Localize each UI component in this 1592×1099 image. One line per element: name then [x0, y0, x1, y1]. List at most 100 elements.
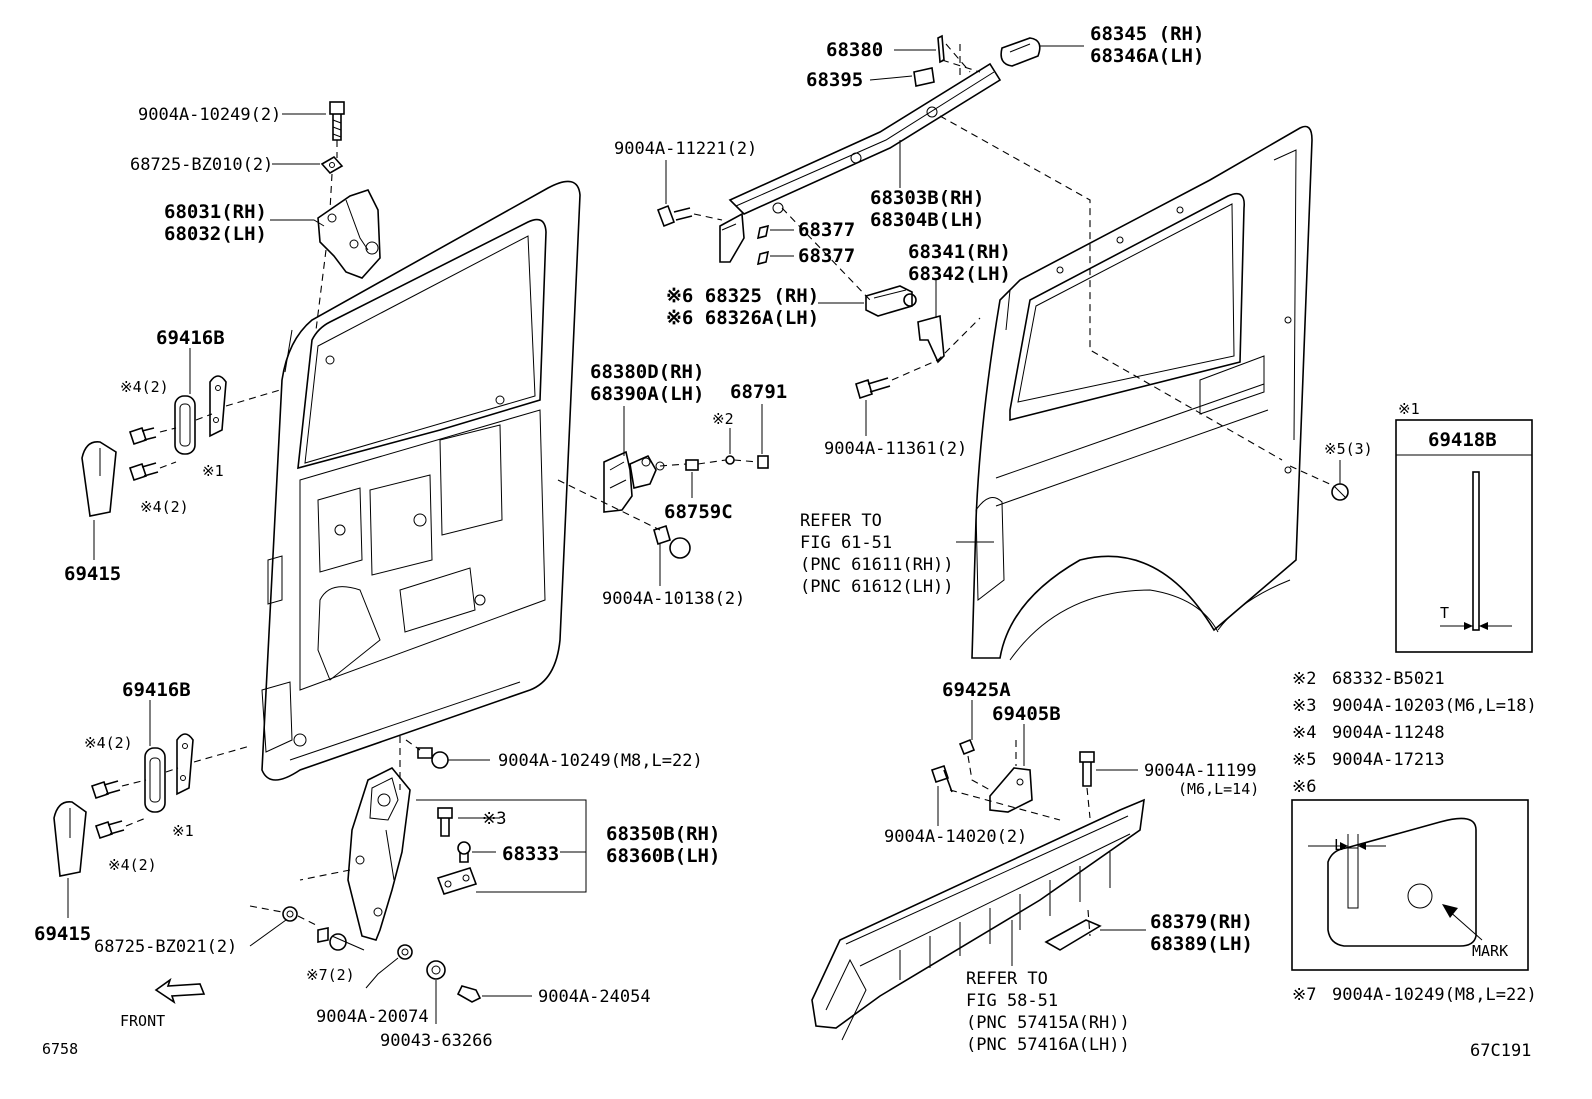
callout-n4-a: ※4(2): [120, 378, 169, 396]
callout-68791: 68791: [730, 381, 787, 403]
note-n4-mark: ※4: [1292, 723, 1316, 743]
refer-58-line3: (PNC 57415A(RH)): [966, 1013, 1130, 1033]
callout-9004a-10138: 9004A-10138(2): [602, 589, 745, 609]
callout-n1-b: ※1: [172, 822, 194, 840]
bolt-icon: [437, 807, 453, 837]
note-n4-text: 9004A-11248: [1332, 723, 1445, 743]
bracket-68341: [917, 314, 945, 364]
callout-68032: 68032(LH): [164, 223, 267, 245]
refer-61-line1: REFER TO: [800, 511, 882, 531]
bolt-icon: [653, 524, 691, 559]
callout-68304b: 68304B(LH): [870, 209, 984, 231]
legend-box-n1: [1395, 419, 1533, 653]
leader-lines: [67, 45, 1341, 1024]
front-arrow-icon: [154, 977, 206, 1004]
rail-pin-68380: [937, 34, 945, 64]
bolt-icon: [329, 101, 345, 141]
rail-cap-68395: [913, 67, 935, 87]
refer-61-line2: FIG 61-51: [800, 533, 892, 553]
legend-n6-mark: MARK: [1472, 942, 1508, 960]
note-n5-text: 9004A-17213: [1332, 750, 1445, 770]
nut-icon: [1331, 483, 1349, 501]
pad-68379: [1044, 919, 1102, 951]
callout-69405b: 69405B: [992, 703, 1061, 725]
callout-69415-bottom: 69415: [34, 923, 91, 945]
callout-labels: 9004A-10249(2) 68725-BZ010(2) 68031(RH) …: [34, 23, 1531, 1061]
callout-68389: 68389(LH): [1150, 933, 1253, 955]
callout-n4-c: ※4(2): [84, 734, 133, 752]
callout-68395: 68395: [806, 69, 863, 91]
callout-68725-bz021: 68725-BZ021(2): [94, 937, 237, 957]
legend-n1-dim: T: [1440, 604, 1449, 622]
note-n2-text: 68332-B5021: [1332, 669, 1445, 689]
callout-68379: 68379(RH): [1150, 911, 1253, 933]
callout-69416b-top: 69416B: [156, 327, 225, 349]
hinge-plate-icon: [436, 867, 478, 895]
callout-68326a: ※6 68326A(LH): [666, 307, 819, 329]
callout-n4-d: ※4(2): [108, 856, 157, 874]
bolt-icon: [656, 204, 693, 228]
callout-68303b: 68303B(RH): [870, 187, 984, 209]
callout-68325: ※6 68325 (RH): [666, 285, 819, 307]
callout-9004a-11199: 9004A-11199: [1144, 761, 1257, 781]
note-n2-mark: ※2: [1292, 669, 1316, 689]
bolt-icon: [317, 927, 347, 951]
sliding-door-panel: [261, 180, 581, 781]
callout-68345: 68345 (RH): [1090, 23, 1204, 45]
callout-69425a: 69425A: [942, 679, 1011, 701]
shim-plate-bottom: [176, 733, 194, 796]
callout-n4-b: ※4(2): [140, 498, 189, 516]
legend-texts: ※1 69418B T ※2 68332-B5021 ※3 9004A-1020…: [1292, 400, 1537, 1005]
callout-n3: ※3: [482, 809, 506, 829]
washer-plate-icon: [320, 155, 344, 175]
callout-90043-63266: 90043-63266: [380, 1031, 493, 1051]
callout-68346a: 68346A(LH): [1090, 45, 1204, 67]
legend-n1-title: ※1: [1398, 400, 1420, 418]
note-n3-mark: ※3: [1292, 696, 1316, 716]
bushing-icon: [426, 960, 446, 980]
cover-69415-top: [81, 441, 117, 517]
note-n3-text: 9004A-10203(M6,L=18): [1332, 696, 1537, 716]
upper-rail: [719, 62, 1002, 263]
callout-68759c: 68759C: [664, 501, 733, 523]
callout-n7: ※7(2): [306, 966, 355, 984]
rocker-panel: [811, 798, 1145, 1041]
callout-n5: ※5(3): [1324, 440, 1373, 458]
bolt-icon: [855, 377, 891, 400]
callout-9004a-10249-top: 9004A-10249(2): [138, 105, 281, 125]
legend-n1-part: 69418B: [1428, 429, 1497, 451]
pin-icon: [456, 985, 482, 1003]
note-n5-mark: ※5: [1292, 750, 1316, 770]
callout-68380: 68380: [826, 39, 883, 61]
callout-68031: 68031(RH): [164, 201, 267, 223]
callout-69416b-bottom: 69416B: [122, 679, 191, 701]
callout-68341: 68341(RH): [908, 241, 1011, 263]
callout-9004a-20074: 9004A-20074: [316, 1007, 429, 1027]
callout-9004a-11221: 9004A-11221(2): [614, 139, 757, 159]
bolt-icon: [90, 780, 125, 840]
callout-n1-a: ※1: [202, 462, 224, 480]
front-label: FRONT: [120, 1012, 165, 1030]
shim-plate-top: [209, 375, 227, 438]
refer-58-line4: (PNC 57416A(LH)): [966, 1035, 1130, 1055]
refer-58-line1: REFER TO: [966, 969, 1048, 989]
bolt-icon: [930, 738, 976, 793]
bolt-icon: [457, 841, 471, 863]
rail-end-cover: [1000, 37, 1041, 67]
refer-61-line3: (PNC 61611(RH)): [800, 555, 954, 575]
bracket-69405b: [989, 767, 1033, 813]
refer-58-line2: FIG 58-51: [966, 991, 1058, 1011]
callout-68380d: 68380D(RH): [590, 361, 704, 383]
legend-n6-dim: L: [1334, 836, 1343, 854]
page-code-right: 67C191: [1470, 1041, 1531, 1061]
callout-68360b: 68360B(LH): [606, 845, 720, 867]
callout-68377-b: 68377: [798, 245, 855, 267]
upper-hinge-bracket: [317, 189, 381, 279]
bolt-icon: [417, 747, 449, 769]
callout-9004a-24054: 9004A-24054: [538, 987, 651, 1007]
refer-61-line4: (PNC 61612(LH)): [800, 577, 954, 597]
callout-68333: 68333: [502, 843, 559, 865]
body-side-panel: [971, 125, 1313, 661]
striker-69416b-top: [174, 395, 196, 455]
